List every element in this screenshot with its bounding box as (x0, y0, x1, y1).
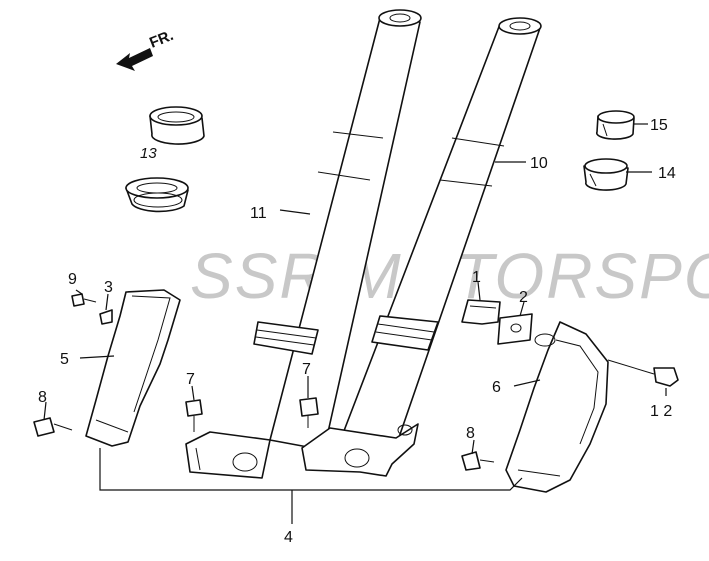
callout-2: 2 (519, 289, 528, 306)
bolt-12 (607, 359, 679, 387)
clip-3 (99, 309, 113, 325)
oil-seal-lower (125, 177, 189, 213)
callout-7-right: 7 (302, 361, 311, 378)
dust-seal-upper (149, 106, 205, 145)
callout-8-right: 8 (466, 425, 475, 442)
callout-6: 6 (492, 379, 501, 396)
leader-lines (43, 123, 667, 524)
callout-9: 9 (68, 271, 77, 288)
front-direction-label: FR. (147, 27, 176, 52)
callout-12: 1 2 (650, 403, 672, 420)
callout-13: 13 (140, 145, 157, 162)
bolt-8-left (33, 417, 73, 437)
bolt-8-right (461, 451, 495, 471)
bolt-7-left (185, 399, 203, 432)
callout-4: 4 (284, 529, 293, 546)
callout-8-left: 8 (38, 389, 47, 406)
callout-10: 10 (530, 155, 548, 172)
bracket-2 (497, 313, 533, 345)
left-fork-leg (185, 9, 422, 479)
clamp-lower (583, 158, 629, 191)
bracket-1 (461, 299, 501, 325)
callout-14: 14 (658, 165, 676, 182)
bolt-7-right (299, 397, 319, 428)
bolt-9 (71, 293, 97, 307)
callout-15: 15 (650, 117, 668, 134)
right-fork-leg (301, 17, 542, 477)
callout-11: 11 (250, 205, 267, 222)
callout-3: 3 (104, 279, 113, 296)
callout-7-left: 7 (186, 371, 195, 388)
callout-5: 5 (60, 351, 69, 368)
right-fork-guard (505, 321, 609, 493)
clamp-upper (595, 110, 635, 140)
callout-1: 1 (472, 269, 481, 286)
front-direction-arrow: FR. (116, 27, 176, 71)
